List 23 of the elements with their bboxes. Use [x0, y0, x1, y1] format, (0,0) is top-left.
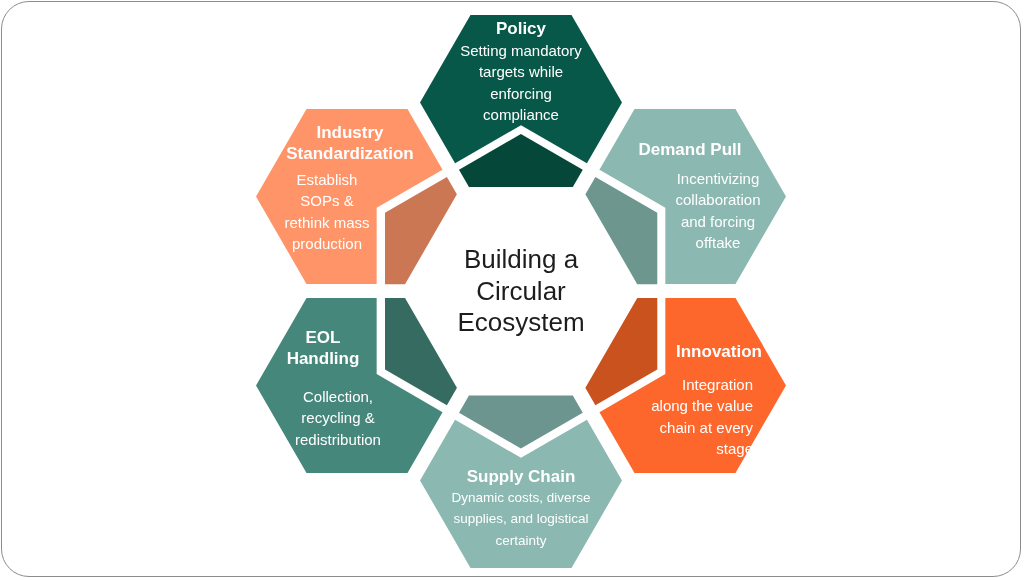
inner-segment [385, 176, 459, 284]
hexagon [583, 298, 786, 473]
hexagon-description: Establish SOPs & rethink mass production [283, 170, 371, 255]
hexagon [420, 392, 622, 568]
hexagon-title: Industry Standardization [285, 122, 415, 164]
inner-segment [385, 298, 459, 406]
inner-segment [583, 176, 657, 284]
hexagon-description: Incentivizing collaboration and forcing offtake [674, 169, 762, 254]
center-title: Building a Circular Ecosystem [456, 244, 586, 339]
hexagon-description: Collection, recycling & redistribution [294, 387, 382, 450]
hexagon-title: Demand Pull [637, 139, 743, 160]
hexagon-description: Setting mandatory targets while enforcing compliance [459, 41, 583, 126]
hexagon [420, 14, 622, 190]
hexagon-title: Policy [494, 18, 548, 39]
hexagon-title: Innovation [675, 341, 763, 362]
hexagon-title: Supply Chain [465, 466, 577, 487]
hexagon [256, 298, 459, 473]
hexagon [583, 109, 786, 284]
hexagon [256, 109, 459, 284]
inner-segment [459, 392, 583, 448]
hexagon-description: Dynamic costs, diverse supplies, and logistical certainty [450, 489, 592, 550]
inner-segment [459, 134, 583, 190]
hexagon-title: EOL Handling [285, 327, 361, 369]
